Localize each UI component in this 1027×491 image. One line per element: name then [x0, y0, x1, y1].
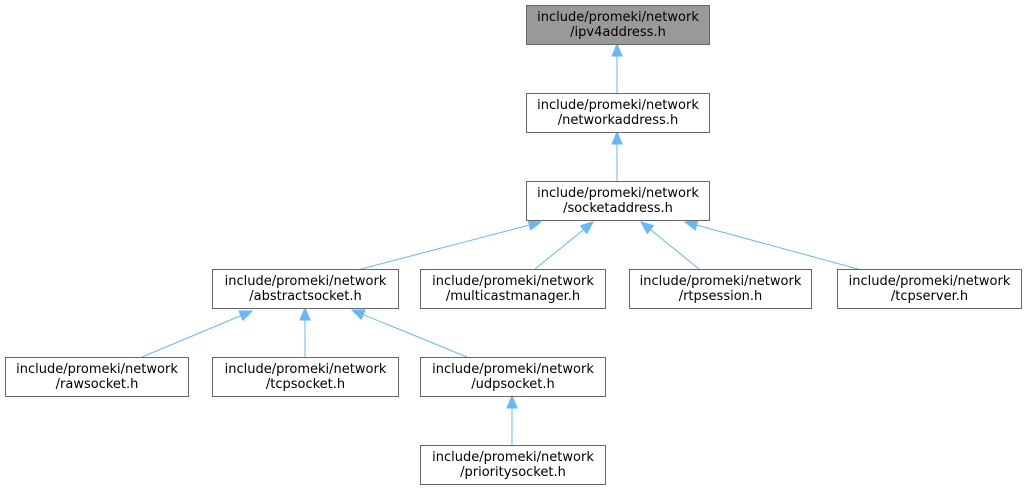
node-tcpsocket[interactable]: include/promeki/network/tcpsocket.h — [212, 357, 399, 397]
node-box — [420, 357, 606, 397]
node-tcpserver[interactable]: include/promeki/network/tcpserver.h — [837, 269, 1022, 309]
node-label-path: include/promeki/network — [225, 362, 387, 377]
edge-line — [360, 224, 530, 270]
node-box — [526, 181, 710, 221]
node-box — [629, 269, 812, 309]
edge-rawsocket-to-abstractsocket — [141, 310, 254, 358]
edge-udpsocket-to-abstractsocket — [350, 309, 468, 358]
node-rtpsession[interactable]: include/promeki/network/rtpsession.h — [629, 269, 812, 309]
node-label-file: /networkaddress.h — [558, 113, 678, 128]
edge-line — [141, 315, 242, 358]
edge-arrowhead — [683, 219, 699, 231]
edge-socketaddress-to-networkaddress — [611, 130, 623, 181]
edge-multicastmanager-to-socketaddress — [534, 221, 595, 270]
node-label-path: include/promeki/network — [640, 274, 802, 289]
node-multicastmanager[interactable]: include/promeki/network/multicastmanager… — [420, 269, 606, 309]
node-box — [526, 93, 710, 133]
edge-line — [362, 314, 468, 358]
node-box — [420, 445, 606, 485]
node-label-path: include/promeki/network — [432, 362, 594, 377]
edge-arrowhead — [611, 130, 623, 145]
node-box — [837, 269, 1022, 309]
node-label-file: /multicastmanager.h — [446, 289, 580, 304]
node-label-file: /abstractsocket.h — [249, 289, 361, 304]
node-box — [5, 357, 189, 397]
node-label-file: /socketaddress.h — [563, 201, 673, 216]
edge-line — [534, 229, 584, 270]
edge-arrowhead — [527, 219, 543, 231]
node-label-path: include/promeki/network — [537, 98, 699, 113]
edge-arrowhead — [350, 309, 366, 321]
edge-tcpsocket-to-abstractsocket — [299, 306, 311, 357]
node-label-file: /ipv4address.h — [570, 25, 666, 40]
node-box — [420, 269, 606, 309]
node-box — [212, 269, 399, 309]
edge-line — [696, 224, 859, 270]
node-ipv4address[interactable]: include/promeki/network/ipv4address.h — [526, 5, 710, 45]
node-prioritysocket[interactable]: include/promeki/network/prioritysocket.h — [420, 445, 606, 485]
nodes-layer: include/promeki/network/ipv4address.hinc… — [5, 5, 1022, 485]
node-label-file: /udpsocket.h — [471, 377, 555, 392]
node-label-file: /rtpsession.h — [679, 289, 763, 304]
edge-arrowhead — [639, 221, 655, 235]
node-box — [212, 357, 399, 397]
node-label-file: /tcpserver.h — [891, 289, 968, 304]
edge-rtpsession-to-socketaddress — [639, 221, 700, 270]
edge-arrowhead — [299, 306, 311, 321]
edge-tcpserver-to-socketaddress — [683, 219, 859, 270]
node-rawsocket[interactable]: include/promeki/network/rawsocket.h — [5, 357, 189, 397]
node-socketaddress[interactable]: include/promeki/network/socketaddress.h — [526, 181, 710, 221]
node-label-file: /prioritysocket.h — [460, 465, 566, 480]
node-box — [526, 5, 710, 45]
edge-networkaddress-to-ipv4address — [611, 42, 623, 93]
node-label-path: include/promeki/network — [432, 274, 594, 289]
edge-arrowhead — [611, 42, 623, 57]
node-label-path: include/promeki/network — [849, 274, 1011, 289]
node-udpsocket[interactable]: include/promeki/network/udpsocket.h — [420, 357, 606, 397]
edge-arrowhead — [238, 310, 254, 322]
edge-line — [650, 229, 700, 270]
node-label-path: include/promeki/network — [537, 186, 699, 201]
node-abstractsocket[interactable]: include/promeki/network/abstractsocket.h — [212, 269, 399, 309]
edge-prioritysocket-to-udpsocket — [506, 394, 518, 445]
edges-layer — [141, 42, 859, 445]
edge-abstractsocket-to-socketaddress — [360, 219, 543, 270]
edge-arrowhead — [579, 221, 595, 235]
edge-arrowhead — [506, 394, 518, 409]
node-label-path: include/promeki/network — [432, 450, 594, 465]
node-networkaddress[interactable]: include/promeki/network/networkaddress.h — [526, 93, 710, 133]
node-label-file: /tcpsocket.h — [266, 377, 345, 392]
node-label-file: /rawsocket.h — [56, 377, 139, 392]
node-label-path: include/promeki/network — [225, 274, 387, 289]
node-label-path: include/promeki/network — [537, 10, 699, 25]
node-label-path: include/promeki/network — [16, 362, 178, 377]
